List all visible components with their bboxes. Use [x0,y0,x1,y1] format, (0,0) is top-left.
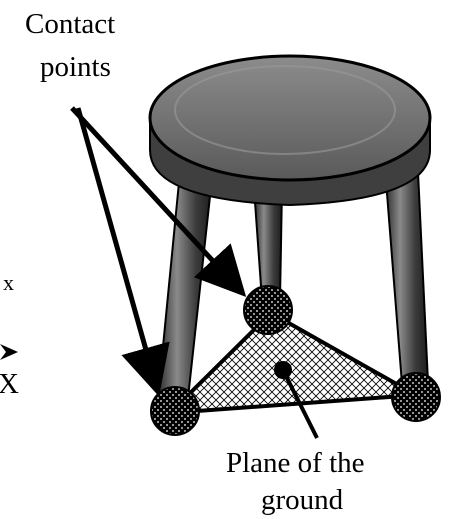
plane-label-line2: ground [261,484,344,516]
contact-point-right [392,373,440,421]
arrow-to-contact-left [78,108,155,382]
left-x-large: X [0,368,19,400]
left-x-small: x [3,270,14,295]
contact-label-line2: points [40,51,111,83]
stool-leg-right [385,168,428,384]
left-arrow-icon [0,344,18,360]
contact-label-line1: Contact [25,8,115,40]
stool-leg-left [158,172,212,398]
plane-label-line1: Plane of the [226,447,365,479]
contact-point-back [244,286,292,334]
ground-plane [170,313,416,413]
contact-point-left [151,387,199,435]
stool-seat-top [150,56,430,180]
